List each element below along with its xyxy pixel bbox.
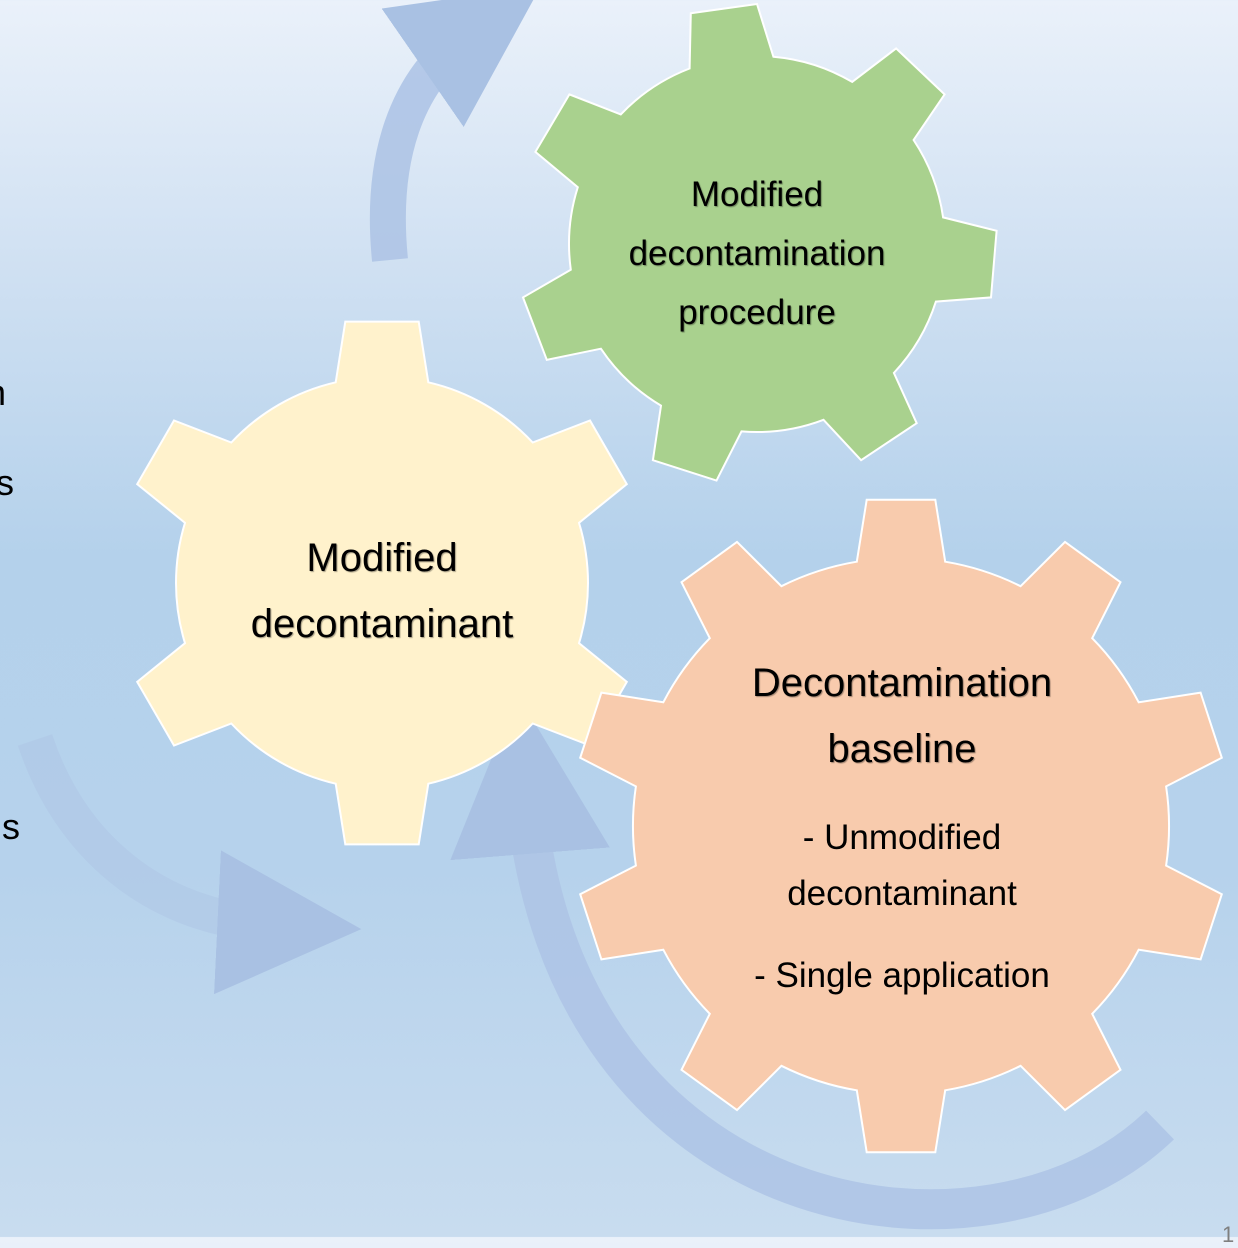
- gear-orange-bullets: - Unmodified decontaminant - Single appl…: [702, 810, 1102, 1004]
- gear-green-line-2: decontamination: [628, 234, 886, 273]
- gear-orange-line-1: Decontamination: [751, 661, 1053, 705]
- edge-fragment-1: n: [0, 372, 6, 414]
- edge-fragment-3: us: [0, 806, 21, 847]
- gear-orange-bullet-2: - Single application: [754, 956, 1050, 995]
- gear-green-line-1: Modified: [690, 175, 824, 214]
- gear-yellow-line-2: decontaminant: [250, 602, 514, 646]
- gear-yellow: [135, 320, 629, 846]
- gear-green-line-3: procedure: [678, 293, 836, 332]
- left-cycle-arrow: [17, 734, 362, 995]
- gear-orange: [578, 498, 1224, 1154]
- gear-yellow-line-1: Modified: [306, 536, 458, 580]
- bottom-cycle-arrow: [450, 694, 1174, 1230]
- gear-orange-bullet-1: - Unmodified: [802, 818, 1002, 857]
- gear-orange-bullet-1-cont: decontaminant: [787, 874, 1017, 913]
- page-number: 1: [1222, 1222, 1235, 1247]
- edge-fragment-2: s: [0, 462, 14, 503]
- gear-green: [521, 2, 998, 482]
- top-cycle-arrow: [369, 0, 542, 262]
- gear-orange-line-2: baseline: [827, 727, 977, 771]
- gear-yellow-label: Modified decontaminant: [212, 525, 552, 657]
- gear-green-label: Modified decontamination procedure: [597, 165, 917, 342]
- gear-orange-label: Decontamination baseline: [702, 650, 1102, 782]
